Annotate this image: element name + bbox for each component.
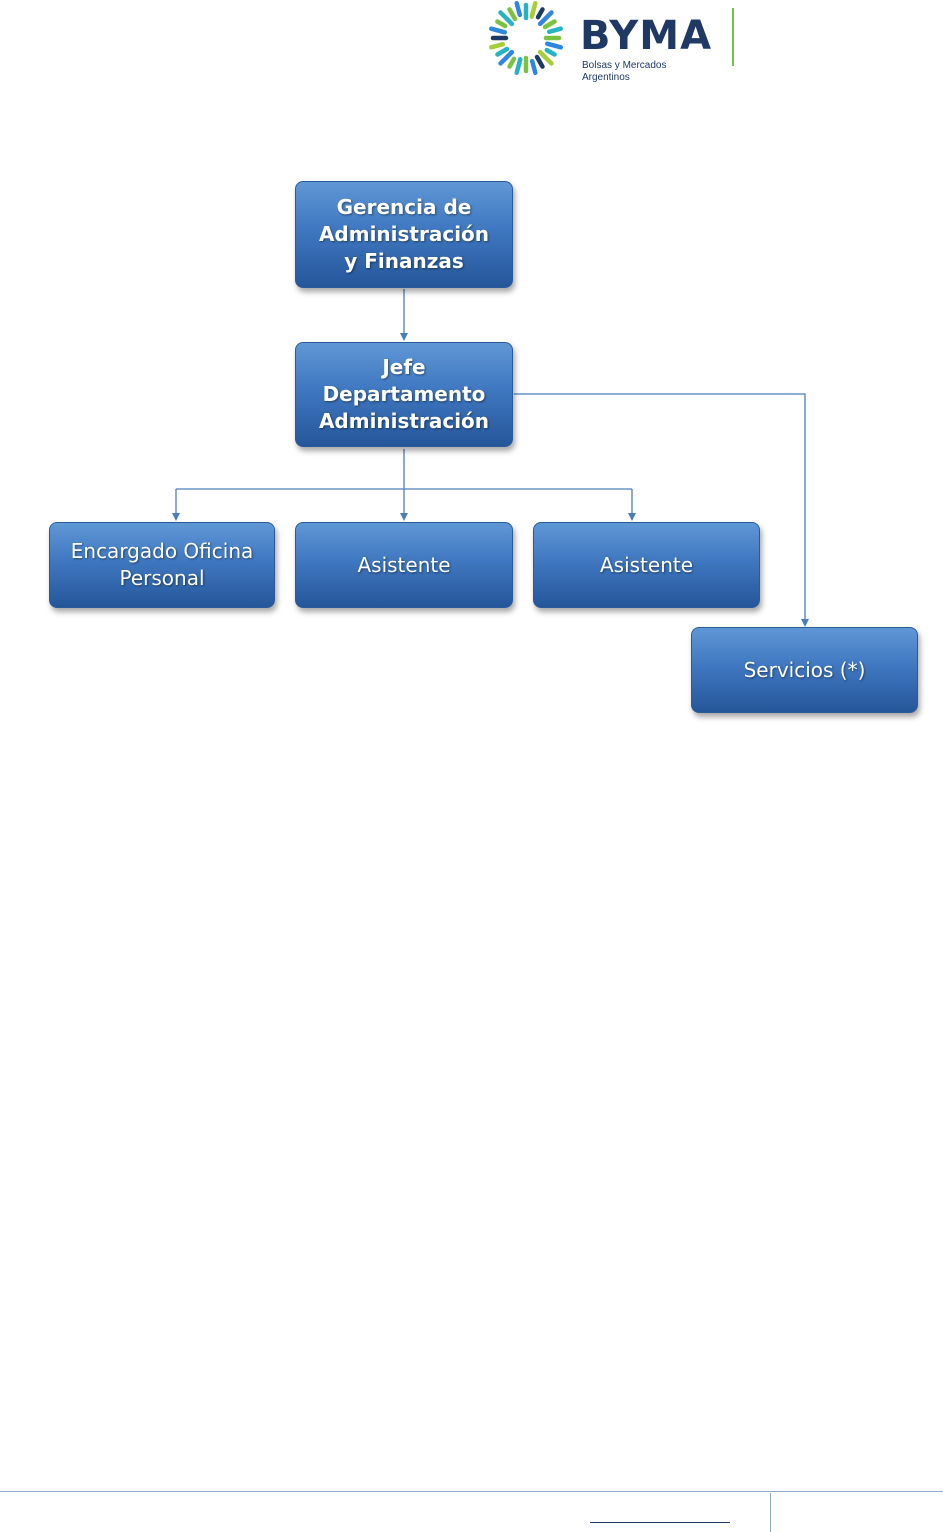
logo-ray	[498, 49, 515, 66]
node-encargado-line1: Encargado Oficina	[70, 539, 254, 563]
footer-vertical-divider	[770, 1493, 771, 1532]
node-asistente-1: Asistente	[295, 522, 513, 608]
org-chart-connectors	[172, 289, 809, 627]
logo-ray	[495, 19, 508, 29]
node-jefe-line1: Jefe	[382, 355, 426, 379]
byma-logo: BYMA Bolsas y Mercados Argentinos	[484, 0, 744, 92]
logo-ray	[529, 58, 538, 76]
node-gerencia-line1: Gerencia de	[336, 195, 472, 219]
logo-ray	[542, 19, 557, 30]
node-servicios-label: Servicios (*)	[743, 657, 866, 682]
logo-ray	[507, 7, 518, 22]
logo-wordmark: BYMA	[580, 13, 713, 59]
node-jefe-departamento-administracion: Jefe Departamento Administración	[295, 342, 513, 447]
logo-ray	[537, 49, 554, 66]
node-jefe-line3: Administración	[318, 409, 490, 433]
node-servicios: Servicios (*)	[691, 627, 918, 713]
logo-ray	[514, 57, 523, 76]
logo-ray	[537, 10, 554, 27]
logo-ray	[545, 41, 564, 50]
node-jefe-line2: Departamento	[322, 382, 486, 406]
logo-subtitle-line2: Argentinos	[582, 72, 630, 83]
logo-ray	[507, 56, 517, 69]
logo-subtitle: Bolsas y Mercados Argentinos	[582, 60, 702, 84]
logo-subtitle-line1: Bolsas y Mercados	[582, 60, 667, 71]
node-asistente-2-label: Asistente	[599, 552, 694, 577]
connector-jefe-servicios	[514, 393, 806, 620]
logo-ray	[544, 47, 557, 57]
byma-sunburst-icon	[488, 0, 564, 76]
node-gerencia-line2: Administración	[318, 222, 490, 246]
footer-underline	[590, 1522, 730, 1523]
logo-ray	[488, 26, 507, 35]
logo-ray	[495, 46, 510, 57]
footer-divider	[0, 1491, 943, 1492]
node-gerencia-administracion-finanzas: Gerencia de Administración y Finanzas	[295, 181, 513, 288]
logo-ray	[535, 7, 545, 20]
logo-ray	[488, 41, 506, 50]
logo-ray	[546, 26, 564, 35]
node-asistente-2: Asistente	[533, 522, 760, 608]
logo-ray	[514, 0, 523, 18]
arrowhead-jefe	[400, 333, 408, 341]
logo-divider	[732, 8, 734, 66]
logo-ray	[534, 54, 545, 69]
arrowhead-servicios	[801, 619, 809, 627]
node-encargado-line2: Personal	[119, 566, 205, 590]
arrowhead-encargado	[172, 513, 180, 521]
logo-ray	[529, 0, 538, 19]
arrowhead-asistente2	[628, 513, 636, 521]
node-gerencia-line3: y Finanzas	[344, 249, 464, 273]
arrowhead-asistente1	[400, 513, 408, 521]
node-encargado-oficina-personal: Encargado Oficina Personal	[49, 522, 275, 608]
node-asistente-1-label: Asistente	[357, 552, 451, 577]
logo-ray	[498, 10, 515, 27]
